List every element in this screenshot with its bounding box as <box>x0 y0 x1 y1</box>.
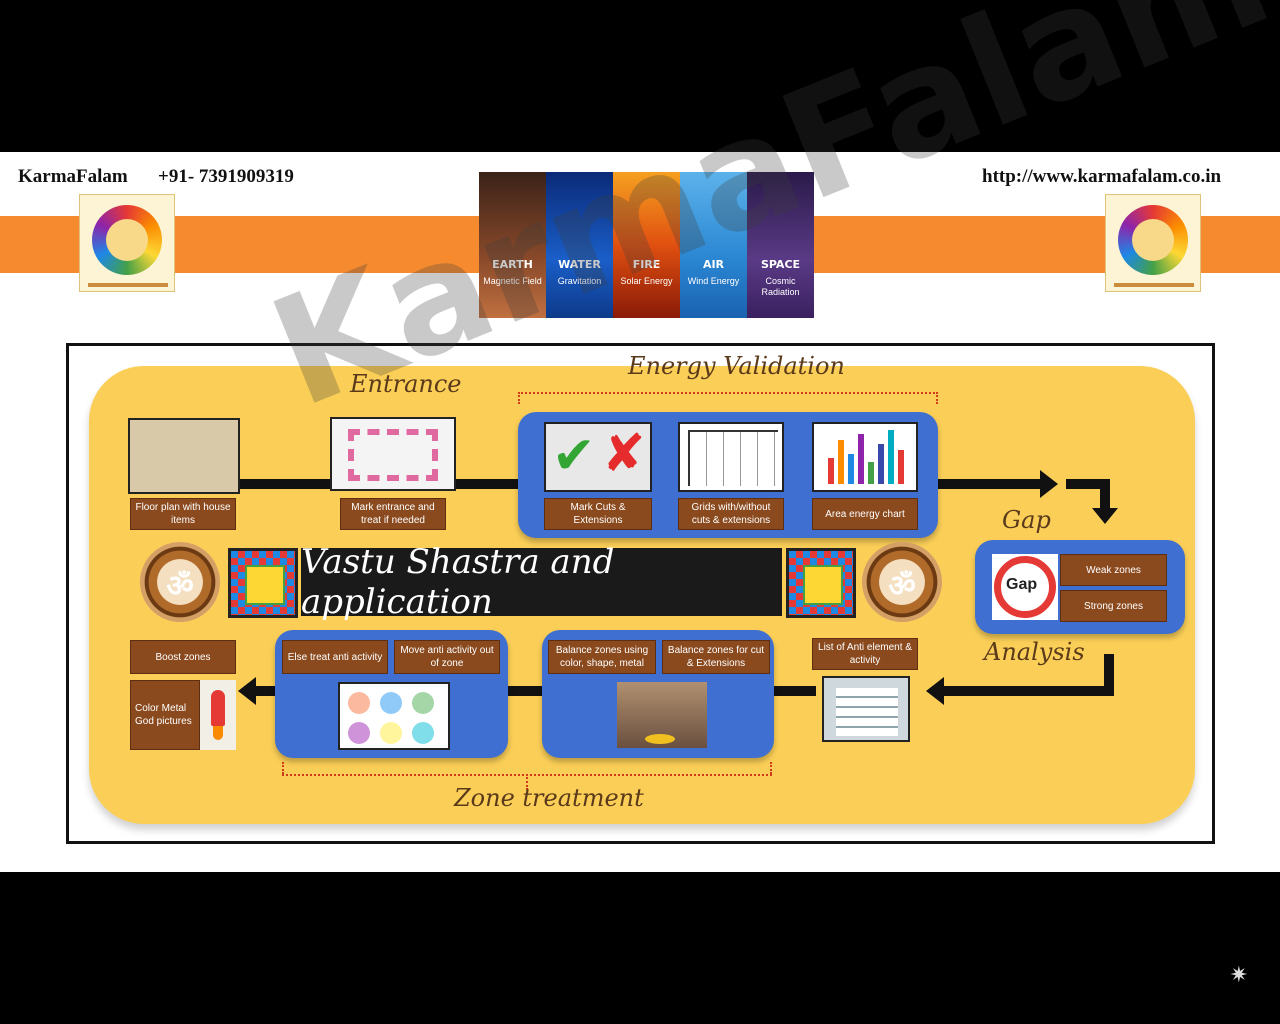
rocket-image <box>200 680 236 750</box>
element-name: FIRE <box>632 258 661 271</box>
else-treat-label: Else treat anti activity <box>282 640 388 674</box>
diagram-title: Vastu Shastra and application <box>301 542 782 622</box>
grids-label: Grids with/without cuts & extensions <box>678 498 784 530</box>
flame-icon <box>213 726 223 740</box>
boost-items-label: Color Metal God pictures <box>130 680 200 750</box>
bracket-bottom-right <box>770 762 772 774</box>
check-icon: ✔ <box>552 427 596 485</box>
entrance-heading: Entrance <box>350 370 462 398</box>
mark-entrance-label: Mark entrance and treat if needed <box>340 498 446 530</box>
om-symbol: ॐ <box>888 570 916 603</box>
strong-zones-label: Strong zones <box>1060 590 1167 622</box>
activity-figure <box>348 692 370 714</box>
website-url[interactable]: http://www.karmafalam.co.in <box>982 166 1222 187</box>
chart-bar <box>858 434 864 484</box>
arrow-right-icon <box>1040 470 1058 498</box>
om-symbol: ॐ <box>166 570 194 603</box>
return-down <box>1104 654 1114 694</box>
activity-figure <box>412 692 434 714</box>
arrow-left-icon <box>238 677 256 705</box>
grid-sector-image <box>678 422 784 492</box>
chart-bar <box>848 454 854 484</box>
flow-connector <box>1066 479 1110 489</box>
boost-zones-label: Boost zones <box>130 640 236 674</box>
bar-chart-image <box>812 422 918 492</box>
gap-heading: Gap <box>1002 506 1051 534</box>
anti-element-label: List of Anti element & activity <box>812 638 918 670</box>
rocket-icon <box>211 690 225 726</box>
area-chart-label: Area energy chart <box>812 498 918 530</box>
element-name: AIR <box>702 258 725 271</box>
check-cross-image: ✔ ✘ <box>544 422 652 492</box>
floor-plan-label: Floor plan with house items <box>130 498 236 530</box>
activity-figure <box>412 722 434 744</box>
element-name: EARTH <box>492 258 533 271</box>
analysis-heading: Analysis <box>984 638 1085 666</box>
flow-down <box>1100 479 1110 509</box>
energy-validation-heading: Energy Validation <box>628 352 845 380</box>
clipboard-lines <box>836 688 898 736</box>
element-sub: Solar Energy <box>620 276 673 286</box>
five-elements-strip: EARTH Magnetic Field WATER Gravitation F… <box>479 172 814 318</box>
balance-ball <box>645 734 675 744</box>
weak-zones-label: Weak zones <box>1060 554 1167 586</box>
logo-right <box>1105 194 1201 292</box>
no-icon <box>994 556 1056 618</box>
element-sub: Cosmic Radiation <box>761 276 800 297</box>
vastu-board-icon-left <box>228 548 298 618</box>
logo-left <box>79 194 175 292</box>
element-air: AIR Wind Energy <box>680 172 747 318</box>
bracket-bottom-stem <box>526 774 528 790</box>
clipboard-icon <box>822 676 910 742</box>
arrow-down-icon <box>1092 508 1118 524</box>
element-water: WATER Gravitation <box>546 172 613 318</box>
cross-icon: ✘ <box>602 425 646 483</box>
brand-name: KarmaFalam <box>18 166 128 187</box>
bracket-top-right <box>936 392 938 404</box>
om-icon-right: ॐ <box>862 542 942 622</box>
element-fire: FIRE Solar Energy <box>613 172 680 318</box>
activity-figure <box>380 692 402 714</box>
vastu-board-icon-right <box>786 548 856 618</box>
chart-bar <box>898 450 904 484</box>
move-anti-label: Move anti activity out of zone <box>394 640 500 674</box>
activity-figure <box>348 722 370 744</box>
balance-cut-label: Balance zones for cut & Extensions <box>662 640 770 674</box>
phone-number: +91- 7391909319 <box>158 166 294 187</box>
return-line <box>944 686 1114 696</box>
element-sub: Wind Energy <box>687 276 740 286</box>
gap-sign-text: Gap <box>1006 576 1038 593</box>
chart-bar <box>888 430 894 484</box>
element-sub: Magnetic Field <box>483 276 542 286</box>
bracket-top-left <box>518 392 520 404</box>
activities-image <box>338 682 450 750</box>
balance-color-label: Balance zones using color, shape, metal <box>548 640 656 674</box>
grid-lines <box>688 430 778 486</box>
activity-figure <box>380 722 402 744</box>
zone-treatment-heading: Zone treatment <box>454 784 644 812</box>
entrance-grid-image <box>330 417 456 491</box>
element-earth: EARTH Magnetic Field <box>479 172 546 318</box>
chart-bar <box>828 458 834 484</box>
flow-line-bottom <box>256 686 816 696</box>
bracket-top <box>518 392 938 394</box>
chart-bar <box>868 462 874 484</box>
entrance-grid-border <box>348 429 438 481</box>
arrow-left-icon <box>926 677 944 705</box>
elephant-balance-image <box>617 682 707 748</box>
mark-cuts-label: Mark Cuts & Extensions <box>544 498 652 530</box>
player-settings-icon[interactable]: ✷ <box>1229 962 1248 987</box>
om-icon-left: ॐ <box>140 542 220 622</box>
gap-sign-image: Gap <box>992 554 1058 620</box>
floor-plan-image <box>128 418 240 494</box>
element-name: WATER <box>558 258 601 271</box>
element-sub: Gravitation <box>557 276 602 286</box>
element-name: SPACE <box>760 258 801 271</box>
element-space: SPACE Cosmic Radiation <box>747 172 814 318</box>
bracket-bottom-left <box>282 762 284 774</box>
chart-bar <box>878 444 884 484</box>
chart-bar <box>838 440 844 484</box>
